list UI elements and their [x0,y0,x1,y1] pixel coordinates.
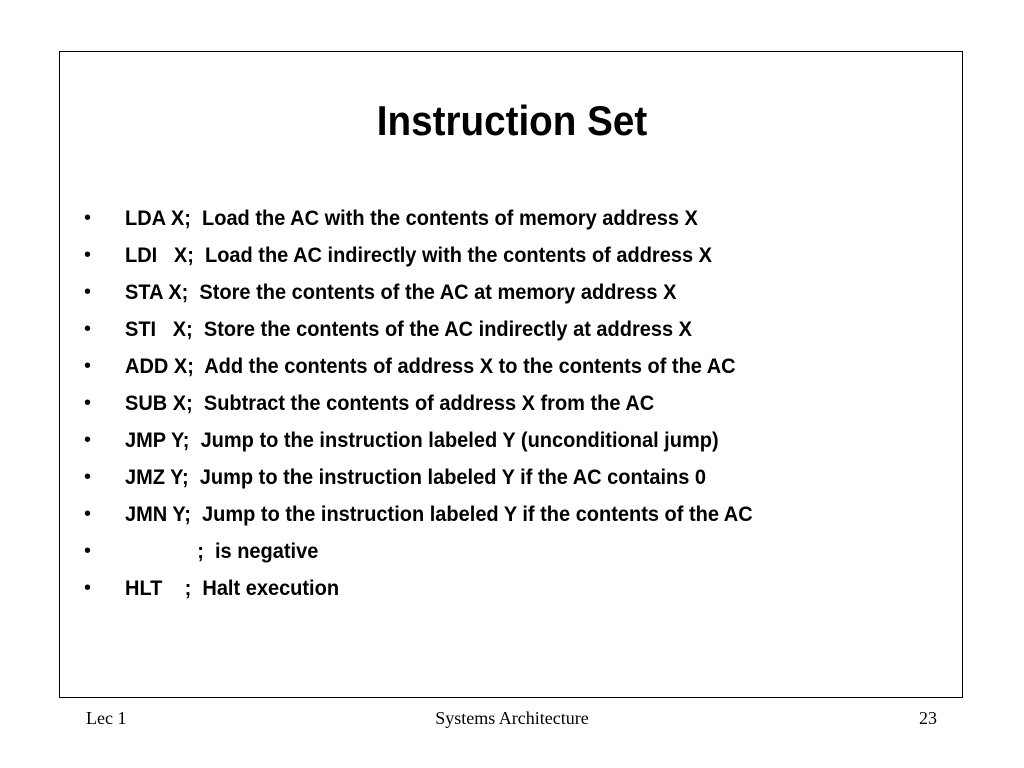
bullet-list: • LDA X; Load the AC with the contents o… [84,200,753,607]
bullet-marker: • [84,244,92,266]
list-item: • JMN Y; Jump to the instruction labeled… [84,496,753,533]
bullet-text: STA X; Store the contents of the AC at m… [125,280,677,304]
bullet-marker: • [84,318,92,340]
bullet-marker: • [84,355,92,377]
slide-frame [59,51,963,698]
list-item: • SUB X; Subtract the contents of addres… [84,385,654,422]
list-item: • LDI X; Load the AC indirectly with the… [84,237,712,274]
footer-course-title: Systems Architecture [435,708,589,728]
bullet-text: STI X; Store the contents of the AC indi… [125,317,693,341]
footer-lecture-label: Lec 1 [86,708,127,728]
bullet-marker: • [84,577,92,599]
bullet-text: JMZ Y; Jump to the instruction labeled Y… [125,465,707,489]
bullet-marker: • [84,207,92,229]
list-item: • LDA X; Load the AC with the contents o… [84,200,698,237]
bullet-text: LDA X; Load the AC with the contents of … [125,206,698,230]
bullet-marker: • [84,466,92,488]
list-item: • STI X; Store the contents of the AC in… [84,311,692,348]
bullet-marker: • [84,503,92,525]
bullet-marker: • [84,281,92,303]
bullet-text: ; is negative [125,539,319,563]
slide-title: Instruction Set [376,97,648,144]
list-item: • JMP Y; Jump to the instruction labeled… [84,422,719,459]
bullet-text: HLT ; Halt execution [125,576,340,600]
bullet-marker: • [84,392,92,414]
bullet-text: ADD X; Add the contents of address X to … [125,354,736,378]
list-item: • ADD X; Add the contents of address X t… [84,348,736,385]
footer-page-number: 23 [919,708,937,728]
bullet-marker: • [84,540,92,562]
list-item: • JMZ Y; Jump to the instruction labeled… [84,459,706,496]
bullet-text: LDI X; Load the AC indirectly with the c… [125,243,712,267]
bullet-text: JMN Y; Jump to the instruction labeled Y… [125,502,753,526]
list-item: • ; is negative [84,533,318,570]
bullet-marker: • [84,429,92,451]
bullet-text: SUB X; Subtract the contents of address … [125,391,655,415]
list-item: • STA X; Store the contents of the AC at… [84,274,676,311]
list-item: • HLT ; Halt execution [84,570,339,607]
bullet-text: JMP Y; Jump to the instruction labeled Y… [125,428,719,452]
